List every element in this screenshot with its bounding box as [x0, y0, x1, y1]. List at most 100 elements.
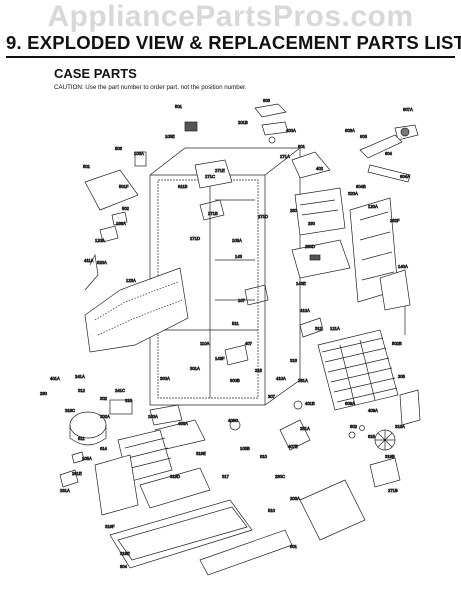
page-title: 9. EXPLODED VIEW & REPLACEMENT PARTS LIS…	[6, 32, 461, 53]
callout: 411A	[84, 258, 94, 263]
callout: 810	[260, 454, 268, 459]
callout: 604A	[400, 174, 410, 179]
page-heading: 9. EXPLODED VIEW & REPLACEMENT PARTS LIS…	[6, 30, 461, 58]
callout: 604	[385, 151, 393, 156]
callout: 410A	[300, 308, 310, 313]
callout: 315	[255, 368, 263, 373]
right-panels	[291, 187, 411, 335]
callout: 502B	[392, 341, 402, 346]
callout: 401B	[305, 401, 315, 406]
callout: 801	[290, 544, 298, 549]
callout: 320A	[348, 191, 358, 196]
callout: 312	[78, 388, 86, 393]
evaporator	[317, 329, 399, 411]
callout-labels: 501 105E 201B 603 400A 607A 503 501 103A…	[40, 98, 414, 570]
callout: 319B	[385, 454, 395, 459]
callout: 319E	[120, 551, 130, 556]
callout: 615	[368, 434, 376, 439]
callout: 601	[298, 144, 306, 149]
callout: 603	[263, 98, 271, 103]
callout: 600B	[230, 378, 240, 383]
callout: 262F	[390, 218, 400, 223]
callout: 271C	[205, 174, 215, 179]
callout: 604B	[356, 184, 366, 189]
callout: 407E	[288, 444, 298, 449]
callout: 319E	[196, 451, 206, 456]
callout: 271D	[258, 214, 268, 219]
callout: 105B	[240, 446, 250, 451]
callout: 143	[235, 254, 243, 259]
callout: 501F	[119, 184, 129, 189]
callout: 201B	[238, 120, 248, 125]
callout: 401A	[50, 376, 60, 381]
callout: 105A	[82, 456, 92, 461]
caution-note: CAUTION: Use the part number to order pa…	[54, 84, 247, 91]
callout: 501	[175, 104, 183, 109]
callout: 611	[78, 436, 85, 441]
callout: 407	[245, 341, 253, 346]
callout: 123A	[126, 278, 136, 283]
callout: 510	[268, 508, 276, 513]
callout: 811B	[178, 184, 188, 189]
bottom-pans	[109, 389, 421, 576]
callout: 280	[290, 208, 298, 213]
callout: 280C	[275, 474, 285, 479]
callout: 110A	[200, 341, 210, 346]
callout: 820A	[97, 260, 107, 265]
callout: 305	[398, 374, 406, 379]
callout: 410A	[276, 376, 286, 381]
callout: 609A	[345, 401, 355, 406]
callout: 511	[232, 321, 239, 326]
callout: 403A	[178, 421, 188, 426]
callout: 143F	[215, 356, 225, 361]
callout: 107	[238, 298, 246, 303]
callout: 319D	[170, 474, 180, 479]
callout: 400A	[286, 128, 296, 133]
callout: 271E	[215, 168, 225, 173]
callout: 503	[115, 146, 123, 151]
callout: 271A	[280, 154, 290, 159]
callout: 301A	[190, 366, 200, 371]
callout: 105A	[232, 238, 242, 243]
callout: 302A	[100, 414, 110, 419]
left-panels	[84, 151, 189, 353]
callout: 241C	[115, 388, 125, 393]
top-hinge-parts	[184, 103, 419, 221]
callout: 501	[83, 164, 91, 169]
callout: 614	[100, 446, 108, 451]
callout: 502	[122, 206, 130, 211]
callout: 307	[268, 394, 276, 399]
callout: 804	[120, 564, 128, 569]
callout: 241A	[75, 374, 85, 379]
callout: 312	[315, 326, 323, 331]
callout: 261A	[60, 488, 70, 493]
callout: 100A	[148, 414, 158, 419]
callout: 261A	[298, 378, 308, 383]
callout: 261E	[72, 471, 82, 476]
callout: 271B	[208, 211, 218, 216]
callout: 271D	[190, 236, 200, 241]
callout: 409A	[368, 408, 378, 413]
callout: 251A	[300, 426, 310, 431]
callout: 319C	[65, 408, 75, 413]
callout: 280	[40, 391, 48, 396]
callout: 302	[100, 396, 108, 401]
callout: 203A	[290, 496, 300, 501]
callout: 105E	[165, 134, 175, 139]
machine-compartment	[59, 399, 206, 516]
callout: 143E	[296, 281, 306, 286]
callout: 103A	[116, 221, 126, 226]
callout: 290	[308, 221, 316, 226]
callout: 140A	[398, 264, 408, 269]
callout: 607A	[403, 107, 413, 112]
section-title: CASE PARTS	[54, 66, 137, 81]
callout: 121A	[330, 326, 340, 331]
small-parts	[224, 284, 365, 451]
callout: 318	[125, 398, 133, 403]
callout: 300A	[160, 376, 170, 381]
callout: 402	[316, 166, 324, 171]
callout: 802	[350, 424, 358, 429]
callout: 271B	[388, 488, 398, 493]
watermark-text: AppliancePartsPros.com	[47, 0, 414, 33]
callout: 120A	[368, 204, 378, 209]
